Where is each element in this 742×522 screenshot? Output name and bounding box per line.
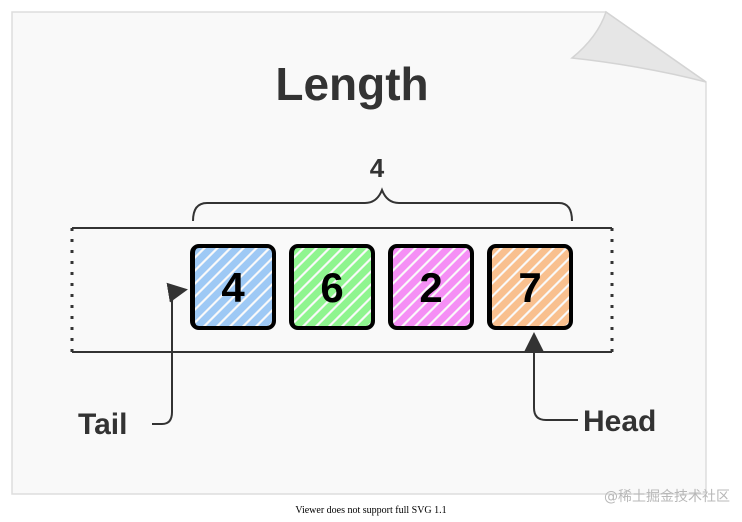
queue-item-3: 7 xyxy=(487,244,573,330)
watermark: @稀土掘金技术社区 xyxy=(604,489,730,505)
item-hatch-fill xyxy=(192,246,274,328)
queue-item-2: 2 xyxy=(388,244,474,330)
item-box-outline-sketch xyxy=(391,244,472,330)
tail-label: Tail xyxy=(78,408,127,441)
item-hatch-fill xyxy=(291,246,373,328)
item-hatch-fill xyxy=(490,246,572,328)
head-label: Head xyxy=(583,405,656,438)
item-hatch-fill xyxy=(390,246,472,328)
item-box-outline-sketch xyxy=(490,244,571,330)
viewer-footer-note: Viewer does not support full SVG 1.1 xyxy=(295,505,447,516)
item-value: 7 xyxy=(518,264,541,311)
queue-container xyxy=(70,227,614,353)
item-value: 2 xyxy=(419,264,442,311)
item-value: 4 xyxy=(221,264,245,311)
item-box-outline-sketch xyxy=(193,244,274,330)
length-brace xyxy=(192,187,573,222)
queue-item-0: 4 xyxy=(190,244,276,330)
item-value: 6 xyxy=(320,264,343,311)
queue-item-1: 6 xyxy=(289,244,375,330)
tail-arrow xyxy=(152,282,188,425)
diagram-title: Length xyxy=(275,58,428,110)
head-arrow xyxy=(524,332,578,421)
item-box-outline-sketch xyxy=(292,244,373,330)
queue-items: 4 6 2 7 xyxy=(190,244,573,330)
length-value: 4 xyxy=(370,153,385,183)
